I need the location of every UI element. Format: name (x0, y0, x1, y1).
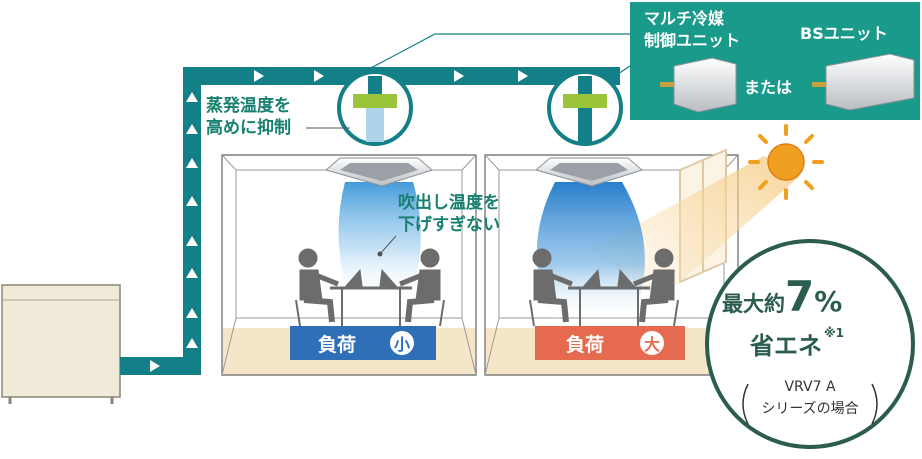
load-label-right: 負荷 大 (535, 326, 685, 360)
multi-unit-label-line1: マルチ冷媒 (644, 9, 725, 28)
badge-note-mark: ※1 (824, 326, 845, 340)
load-label-left: 負荷 小 (290, 326, 436, 360)
badge-percent: % (814, 285, 843, 318)
badge-model: VRV7 A シリーズの場合 (756, 376, 864, 420)
ceiling-cassette-icon (324, 157, 434, 187)
load-level-right: 大 (644, 335, 660, 354)
blow-callout: 吹出し温度を 下げすぎない (398, 192, 500, 236)
multi-unit-label-line2: 制御ユニット (644, 31, 741, 50)
sun-icon (748, 124, 824, 200)
blow-callout-line (379, 235, 397, 255)
badge-headline: 最大約7% (722, 272, 842, 321)
flow-arrows (150, 70, 528, 372)
office-scene-right (529, 248, 679, 327)
evap-callout: 蒸発温度を 高めに抑制 (206, 95, 291, 139)
multi-unit-label: マルチ冷媒 制御ユニット (644, 8, 740, 52)
person-icon (399, 248, 445, 327)
blow-callout-dot (377, 251, 383, 257)
control-unit-icon (337, 70, 413, 146)
badge-model-line1: VRV7 A (784, 379, 836, 395)
unit-panel (630, 2, 920, 120)
person-icon (633, 248, 679, 327)
person-icon (529, 248, 573, 327)
ceiling-cassette-icon (534, 157, 644, 187)
panel-leader-lines (351, 33, 631, 79)
outdoor-unit-icon (1, 284, 121, 404)
savings-badge (705, 239, 915, 449)
control-unit-icon (812, 53, 915, 111)
load-text-left: 負荷 (318, 333, 356, 356)
control-unit-icon (547, 70, 623, 146)
load-level-left: 小 (394, 335, 410, 354)
person-icon (295, 248, 339, 327)
or-label: または (744, 78, 793, 97)
control-unit-icon (660, 57, 737, 113)
badge-prefix: 最大約 (722, 292, 785, 316)
bs-unit-label: BSユニット (800, 24, 888, 43)
evap-callout-line1: 蒸発温度を (206, 96, 291, 116)
badge-number: 7 (785, 272, 815, 321)
badge-saving-text: 省エネ (750, 332, 822, 360)
office-scene-left (295, 248, 445, 327)
load-text-right: 負荷 (566, 333, 604, 356)
badge-saving: 省エネ※1 (750, 326, 844, 361)
evap-callout-line2: 高めに抑制 (206, 118, 291, 138)
blow-callout-line2: 下げすぎない (398, 215, 500, 235)
badge-model-line2: シリーズの場合 (761, 401, 859, 417)
blow-callout-line1: 吹出し温度を (398, 193, 500, 213)
